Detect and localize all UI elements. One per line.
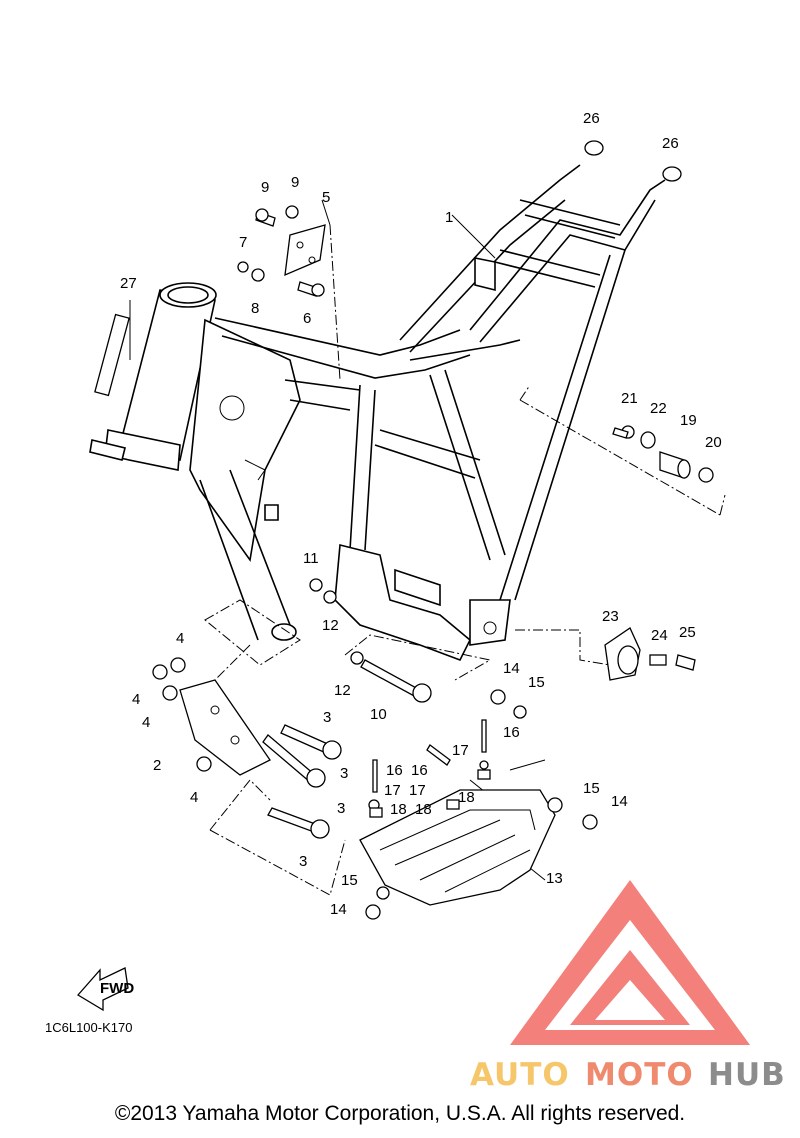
callout-6: 6 bbox=[303, 310, 311, 327]
callout-16: 16 bbox=[411, 762, 428, 779]
drawing-code: 1C6L100-K170 bbox=[45, 1020, 132, 1035]
callout-8: 8 bbox=[251, 300, 259, 317]
callout-26: 26 bbox=[662, 135, 679, 152]
leader-lines bbox=[129, 199, 726, 896]
callout-19: 19 bbox=[680, 412, 697, 429]
callout-15: 15 bbox=[583, 780, 600, 797]
callout-17: 17 bbox=[384, 782, 401, 799]
bracket-assembly bbox=[237, 205, 326, 297]
callout-20: 20 bbox=[705, 434, 722, 451]
strip-part bbox=[94, 313, 130, 397]
callout-10: 10 bbox=[370, 706, 387, 723]
callout-4: 4 bbox=[142, 714, 150, 731]
callout-11: 11 bbox=[303, 550, 319, 567]
triangle-logo-icon bbox=[510, 880, 750, 1045]
callout-27: 27 bbox=[120, 275, 137, 292]
callout-18: 18 bbox=[458, 789, 475, 806]
callout-7: 7 bbox=[239, 234, 247, 251]
engine-bolt-parts bbox=[309, 578, 432, 703]
callout-13: 13 bbox=[546, 870, 563, 887]
callout-3: 3 bbox=[299, 853, 307, 870]
right-mount-parts bbox=[612, 425, 714, 483]
callout-17: 17 bbox=[452, 742, 469, 759]
callout-9: 9 bbox=[291, 174, 299, 191]
automotohub-watermark-logo: AUTO MOTO HUB bbox=[470, 880, 786, 1093]
caps bbox=[584, 140, 682, 182]
callout-4: 4 bbox=[132, 691, 140, 708]
skid-bracket bbox=[152, 657, 342, 839]
callout-12: 12 bbox=[322, 617, 339, 634]
callout-17: 17 bbox=[409, 782, 426, 799]
callout-18: 18 bbox=[390, 801, 407, 818]
callout-25: 25 bbox=[679, 624, 696, 641]
callout-22: 22 bbox=[650, 400, 667, 417]
logo-word-moto: MOTO bbox=[585, 1057, 694, 1093]
callout-24: 24 bbox=[651, 627, 668, 644]
callout-2: 2 bbox=[153, 757, 161, 774]
fwd-arrow-icon: FWD bbox=[76, 967, 134, 1012]
callout-14: 14 bbox=[503, 660, 520, 677]
fwd-label: FWD bbox=[100, 980, 134, 997]
callout-1: 1 bbox=[445, 209, 453, 226]
callout-14: 14 bbox=[330, 901, 347, 918]
callout-3: 3 bbox=[323, 709, 331, 726]
callout-21: 21 bbox=[621, 390, 638, 407]
copyright-notice: ©2013 Yamaha Motor Corporation, U.S.A. A… bbox=[114, 1102, 686, 1125]
rear-mount-parts bbox=[604, 627, 696, 681]
callout-4: 4 bbox=[190, 789, 198, 806]
callout-4: 4 bbox=[176, 630, 184, 647]
callout-3: 3 bbox=[337, 800, 345, 817]
callout-26: 26 bbox=[583, 110, 600, 127]
callout-labels: 1 2 3 3 3 3 4 4 4 4 5 6 7 8 9 9 10 11 12… bbox=[120, 110, 722, 918]
callout-15: 15 bbox=[341, 872, 358, 889]
callout-9: 9 bbox=[261, 179, 269, 196]
callout-14: 14 bbox=[611, 793, 628, 810]
callout-18: 18 bbox=[415, 801, 432, 818]
callout-23: 23 bbox=[602, 608, 619, 625]
main-frame bbox=[89, 164, 666, 662]
callout-16: 16 bbox=[503, 724, 520, 741]
skid-plate bbox=[359, 689, 598, 920]
callout-5: 5 bbox=[322, 189, 330, 206]
callout-3: 3 bbox=[340, 765, 348, 782]
logo-word-auto: AUTO bbox=[470, 1057, 570, 1093]
callout-12: 12 bbox=[334, 682, 351, 699]
callout-15: 15 bbox=[528, 674, 545, 691]
logo-word-hub: HUB bbox=[708, 1057, 786, 1093]
callout-16: 16 bbox=[386, 762, 403, 779]
